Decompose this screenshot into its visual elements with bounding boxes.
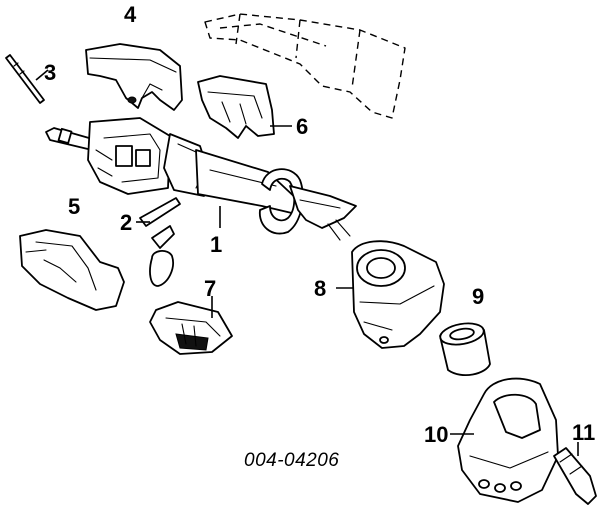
callout-2: 2: [120, 210, 132, 235]
part-10-lower-boot: [450, 377, 559, 503]
part-3-pin: [5, 54, 45, 104]
part-4-upper-shroud: [85, 43, 183, 111]
part-number-label: 004-04206: [244, 450, 339, 471]
callout-4: 4: [124, 2, 137, 27]
leader-3: [35, 69, 49, 81]
callout-11: 11: [572, 420, 595, 445]
part-1-steering-column: [45, 117, 357, 241]
callout-9: 9: [472, 284, 484, 309]
part-11-coupling: [553, 442, 597, 505]
callout-3: 3: [44, 60, 56, 85]
part-9-bushing: [439, 322, 491, 377]
callout-5: 5: [68, 194, 80, 219]
callout-10: 10: [424, 422, 448, 447]
part-2-clip: [136, 197, 181, 287]
callout-8: 8: [314, 276, 326, 301]
callout-7: 7: [204, 276, 216, 301]
part-6-bracket: [197, 75, 275, 139]
part-8-boot-housing: [336, 240, 445, 349]
callout-1: 1: [210, 232, 222, 257]
part-5-lower-shroud: [19, 229, 125, 311]
part-7-switch-cover: [149, 296, 233, 355]
dashed-reference-outline: [204, 13, 406, 119]
callout-6: 6: [296, 114, 308, 139]
